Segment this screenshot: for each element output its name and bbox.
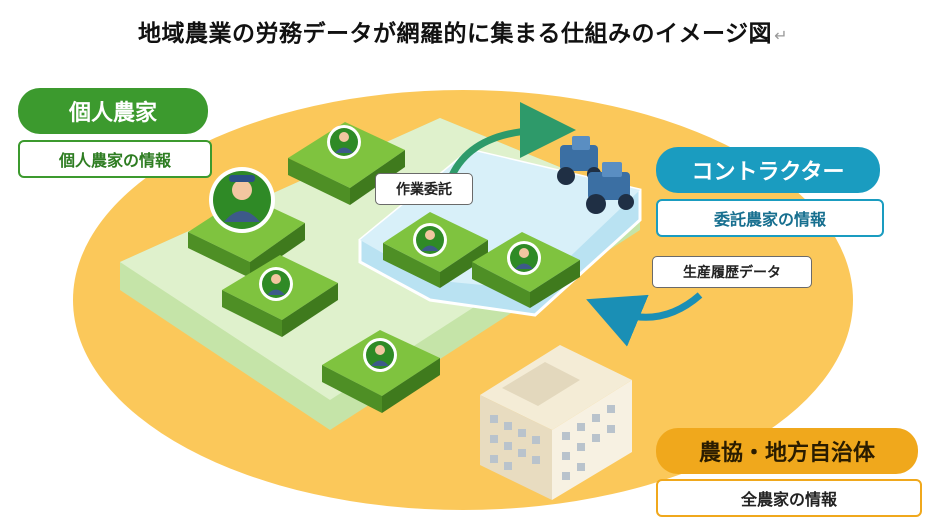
farmer-avatar xyxy=(259,267,293,301)
contractor-label-text: コントラクター xyxy=(691,160,845,185)
production-history-text: 生産履歴データ xyxy=(683,265,781,281)
farmer-avatar-large xyxy=(209,167,275,233)
coop-label-text: 農協・地方自治体 xyxy=(698,441,875,466)
farmer-info-text: 個人農家の情報 xyxy=(58,151,171,170)
farmer-label-text: 個人農家 xyxy=(68,101,157,126)
page-title: 地域農業の労務データが網羅的に集まる仕組みのイメージ図↵ xyxy=(138,21,788,47)
farmer-label: 個人農家 xyxy=(18,88,208,134)
farmer-avatars xyxy=(209,125,541,372)
farmer-info-box: 個人農家の情報 xyxy=(18,140,212,178)
farmer-avatar xyxy=(507,241,541,275)
work-request-tag: 作業委託 xyxy=(375,173,473,205)
contractor-info-box: 委託農家の情報 xyxy=(656,199,884,237)
coop-info-box: 全農家の情報 xyxy=(656,479,922,517)
contractor-label: コントラクター xyxy=(656,147,880,193)
farmer-avatar xyxy=(413,223,447,257)
work-request-arrow xyxy=(446,102,576,182)
coop-info-text: 全農家の情報 xyxy=(740,490,837,509)
work-request-text: 作業委託 xyxy=(396,182,452,198)
production-history-arrow xyxy=(586,292,703,347)
contractor-info-text: 委託農家の情報 xyxy=(713,210,826,229)
farmer-avatar xyxy=(327,125,361,159)
coop-label: 農協・地方自治体 xyxy=(656,428,918,474)
building-icon xyxy=(480,345,632,500)
tractor-icon xyxy=(586,162,634,214)
return-mark-icon: ↵ xyxy=(774,26,788,45)
farmer-avatar xyxy=(363,338,397,372)
production-history-tag: 生産履歴データ xyxy=(652,256,812,288)
